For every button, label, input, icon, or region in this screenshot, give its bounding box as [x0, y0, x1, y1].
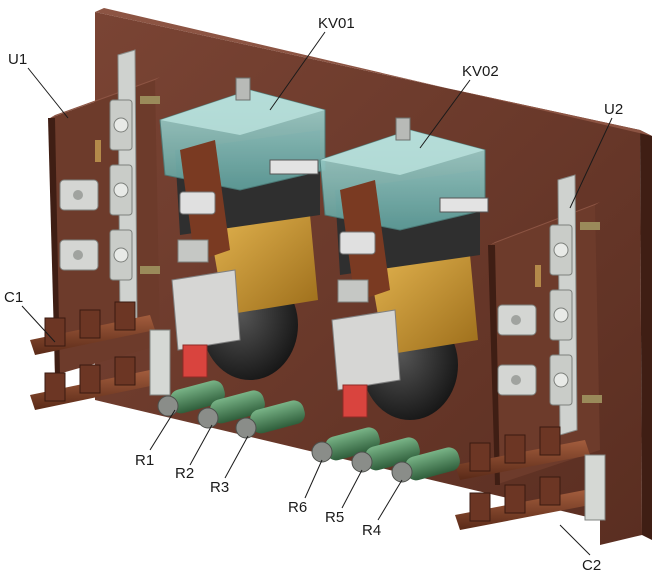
u2-bolt-2: [582, 395, 602, 403]
resistor-r4: [391, 447, 460, 483]
kv02-contact-strip: [439, 197, 489, 213]
label-r4: R4: [362, 522, 381, 539]
kv01-red-indicator: [182, 344, 208, 378]
kv01-nameplate: [179, 191, 216, 215]
u2-board: [488, 174, 602, 485]
kv01-adjust-screw: [177, 239, 209, 263]
label-kv01: KV01: [318, 15, 355, 32]
resistor-r3: [235, 400, 305, 439]
label-r3: R3: [210, 479, 229, 496]
u1-clamp-1: [59, 179, 99, 211]
u1-small-resistor: [95, 140, 101, 162]
u2-clamp-1: [497, 304, 537, 336]
label-r1: R1: [135, 452, 154, 469]
u1-terminal-3: [109, 229, 133, 281]
u1-clamp-2: [59, 239, 99, 271]
c2-capacitor-bank: [455, 426, 606, 530]
c1-capacitor-bank: [30, 301, 171, 410]
leader-kv01: [269, 31, 326, 111]
u1-bolt-2: [140, 266, 160, 274]
kv01-top-bolt: [235, 77, 251, 101]
leader-lines: [21, 31, 613, 556]
leader-r5: [341, 469, 363, 509]
u2-terminal-1: [549, 224, 573, 276]
label-r5: R5: [325, 509, 344, 526]
kv01-contact-strip: [269, 159, 319, 175]
kv02-nameplate: [339, 231, 376, 255]
leader-c2: [559, 524, 591, 556]
u2-terminal-3: [549, 354, 573, 406]
kv01-lower-housing: [171, 269, 241, 351]
leader-kv02: [419, 79, 471, 149]
label-r2: R2: [175, 465, 194, 482]
label-kv02: KV02: [462, 63, 499, 80]
callout-labels: U1 KV01 KV02 U2 C1 C2 R1 R2 R3 R6 R5 R4: [4, 15, 623, 574]
leader-r4: [377, 479, 403, 521]
kv02-top-bolt: [395, 117, 411, 141]
label-u1: U1: [8, 51, 27, 68]
kv02-frame: [370, 255, 478, 355]
u2-small-resistor: [535, 265, 541, 287]
u2-bolt-1: [580, 222, 600, 230]
leader-r3: [224, 435, 249, 479]
relay-kv02: [319, 117, 489, 420]
leader-r2: [189, 424, 213, 466]
kv02-adjust-screw: [337, 279, 369, 303]
leader-r6: [304, 459, 323, 499]
relay-kv01: [159, 77, 326, 380]
label-u2: U2: [604, 101, 623, 118]
u1-terminal-2: [109, 164, 133, 216]
label-c1: C1: [4, 289, 23, 306]
kv01-frame: [210, 215, 318, 315]
u1-board: [48, 49, 160, 375]
kv02-red-indicator: [342, 384, 368, 418]
leader-r1: [149, 409, 176, 451]
label-c2: C2: [582, 557, 601, 574]
leader-u2: [569, 117, 613, 209]
u1-terminal-1: [109, 99, 133, 151]
u2-clamp-2: [497, 364, 537, 396]
leader-c1: [21, 305, 56, 343]
label-r6: R6: [288, 499, 307, 516]
kv02-lower-housing: [331, 309, 401, 391]
u1-bolt-1: [140, 96, 160, 104]
u2-terminal-2: [549, 289, 573, 341]
leader-u1: [27, 67, 69, 119]
